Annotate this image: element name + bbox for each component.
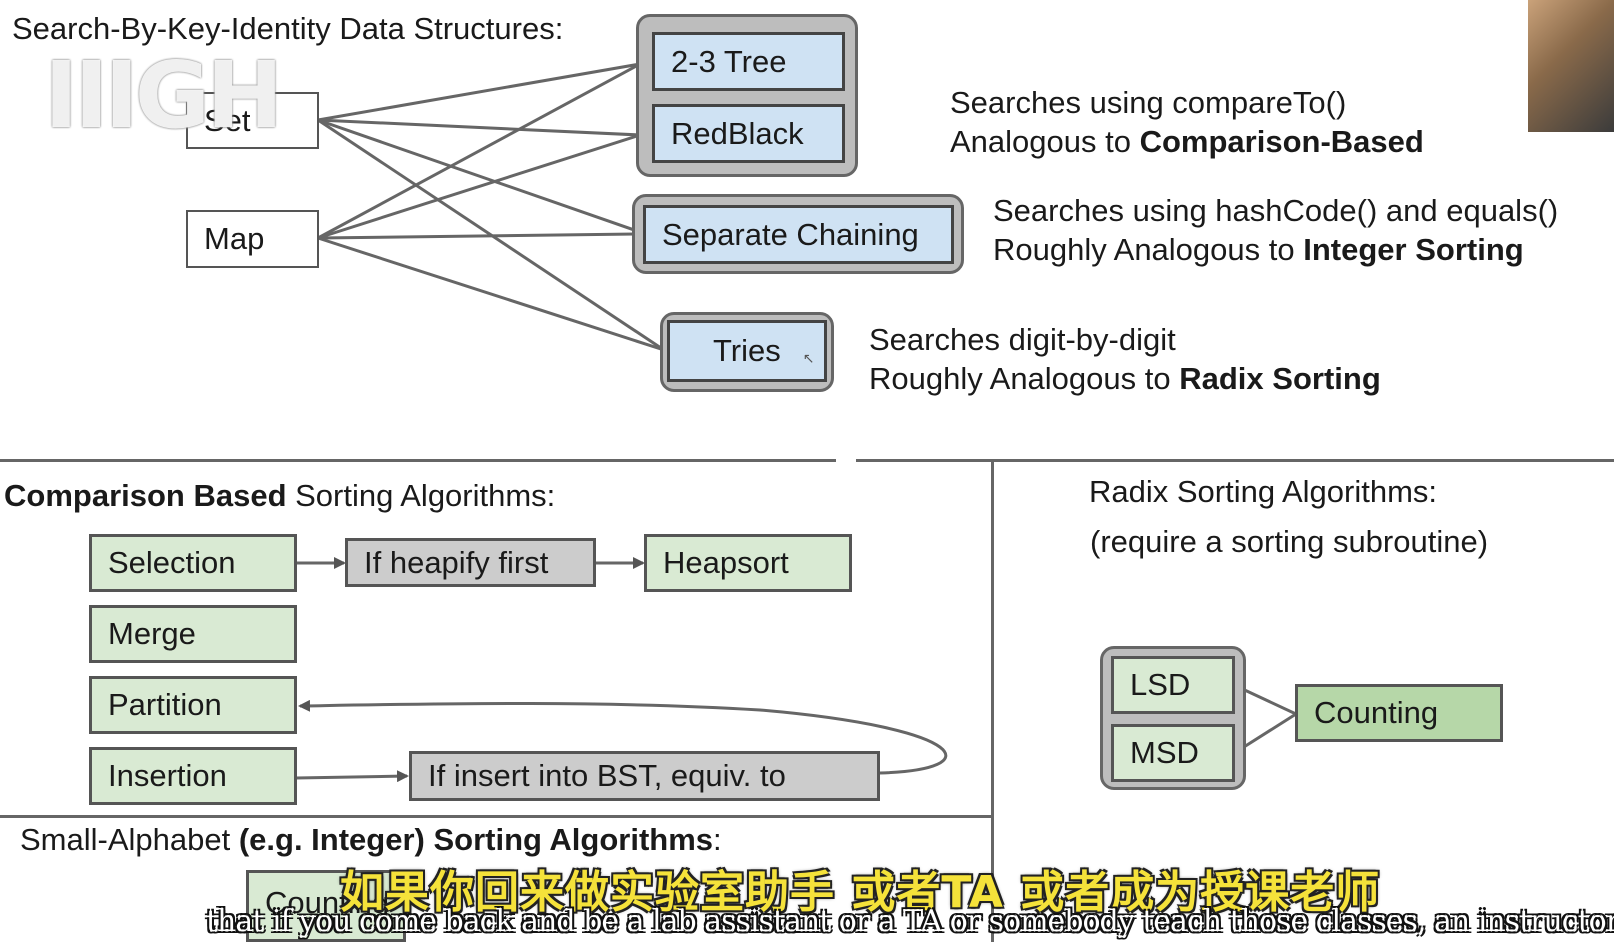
radix-subtitle: (require a sorting subroutine)	[1090, 524, 1489, 559]
lsd-to-counting-line	[1235, 684, 1297, 716]
set-to-redblack-line	[317, 118, 641, 137]
partition-label: Partition	[108, 687, 222, 722]
subtitle-chinese: 如果你回来做实验室助手 或者TA 或者成为授课老师	[340, 867, 1381, 918]
top-divider-left	[0, 459, 836, 462]
map-label: Map	[204, 221, 265, 256]
tree-desc-line1: Searches using compareTo()	[950, 85, 1347, 120]
map-to-chaining-line	[317, 232, 641, 240]
two-three-tree-box: 2-3 Tree	[652, 32, 845, 91]
set-to-23tree-line	[317, 62, 641, 122]
separate-chaining-box: Separate Chaining	[643, 205, 954, 264]
insertion-to-bst-arrow	[295, 770, 409, 783]
separate-chaining-label: Separate Chaining	[662, 216, 919, 252]
merge-box: Merge	[89, 605, 297, 663]
set-to-chaining-line	[317, 118, 641, 234]
small-alphabet-title: Small-Alphabet (e.g. Integer) Sorting Al…	[20, 822, 722, 857]
set-label: Set	[204, 102, 251, 138]
selection-box: Selection	[89, 534, 297, 592]
map-box: Map	[186, 210, 319, 268]
comparison-title: Comparison Based Sorting Algorithms:	[4, 478, 556, 513]
merge-label: Merge	[108, 616, 196, 651]
mouse-cursor-icon: ↖	[802, 349, 815, 366]
small-counting-box: Counting	[246, 870, 406, 942]
insertion-label: Insertion	[108, 758, 227, 793]
radix-title: Radix Sorting Algorithms:	[1089, 474, 1438, 509]
partition-box: Partition	[89, 676, 297, 734]
msd-to-counting-line	[1235, 712, 1297, 754]
bst-note-label: If insert into BST, equiv. to	[428, 758, 786, 793]
counting-label: Counting	[1314, 695, 1439, 730]
redblack-label: RedBlack	[671, 115, 804, 151]
lsd-label: LSD	[1130, 667, 1191, 702]
insertion-box: Insertion	[89, 747, 297, 805]
hash-desc-line2: Roughly Analogous to Integer Sorting	[993, 232, 1524, 267]
map-to-tries-line	[317, 236, 665, 352]
bottom-divider	[0, 815, 993, 818]
top-title: Search-By-Key-Identity Data Structures:	[12, 11, 564, 46]
trie-desc-line2: Roughly Analogous to Radix Sorting	[869, 361, 1381, 396]
hash-desc-line1: Searches using hashCode() and equals()	[993, 193, 1559, 228]
bst-to-partition-arrow	[298, 699, 948, 775]
trie-desc-line1: Searches digit-by-digit	[869, 322, 1176, 357]
subtitle-english: that if you come back and be a lab assis…	[206, 904, 1614, 939]
set-box: Set	[186, 92, 319, 149]
lsd-box: LSD	[1111, 656, 1235, 714]
tree-desc-line2: Analogous to Comparison-Based	[950, 124, 1424, 159]
msd-label: MSD	[1130, 735, 1199, 770]
heapsort-label: Heapsort	[663, 545, 789, 580]
webcam-thumbnail	[1528, 0, 1614, 132]
heapify-note-box: If heapify first	[345, 538, 596, 587]
map-to-redblack-line	[317, 133, 641, 240]
small-counting-label: Counting	[265, 885, 390, 920]
heapify-note-label: If heapify first	[364, 544, 549, 580]
two-three-tree-label: 2-3 Tree	[671, 43, 787, 79]
redblack-box: RedBlack	[652, 104, 845, 163]
top-divider-right	[856, 459, 1614, 462]
tries-label: Tries	[713, 333, 781, 368]
map-to-23tree-line	[317, 62, 641, 240]
counting-box: Counting	[1295, 684, 1503, 742]
tries-box: Tries ↖	[667, 320, 827, 382]
msd-box: MSD	[1111, 724, 1235, 782]
heapsort-box: Heapsort	[644, 534, 852, 592]
vertical-divider	[991, 462, 994, 942]
bst-note-box: If insert into BST, equiv. to	[409, 751, 880, 801]
selection-label: Selection	[108, 545, 236, 580]
watermark-logo: IIIGH	[44, 42, 283, 149]
